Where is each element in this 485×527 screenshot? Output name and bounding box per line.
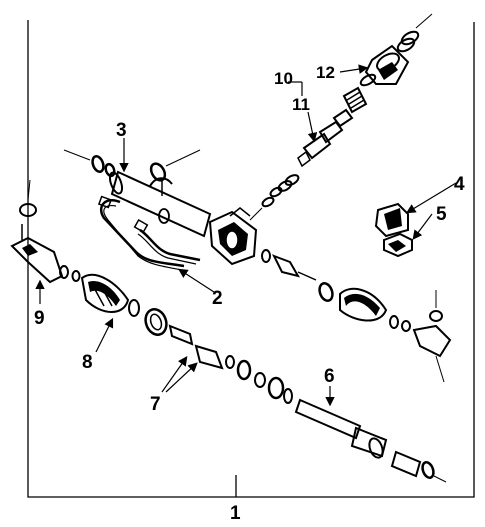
callout-5: 5 <box>436 204 447 225</box>
callout-7: 7 <box>150 394 161 415</box>
callout-8: 8 <box>82 352 93 373</box>
diagram-frame <box>27 20 475 498</box>
callout-9: 9 <box>34 308 45 329</box>
callout-12: 12 <box>316 63 335 82</box>
inner-tie-rods <box>168 324 293 404</box>
pinion-valve-assembly <box>249 13 433 221</box>
callout-10: 10 <box>274 69 293 88</box>
callout-11: 11 <box>292 95 310 114</box>
callout-2: 2 <box>212 288 223 309</box>
right-tie-rod-assembly <box>261 249 452 383</box>
leader-lines <box>35 64 457 407</box>
left-tie-rod-end <box>10 179 81 284</box>
callout-3: 3 <box>116 120 127 141</box>
callout-1: 1 <box>230 503 241 524</box>
callout-4: 4 <box>454 174 465 195</box>
rack-housing <box>63 149 258 266</box>
hydraulic-lines <box>97 195 201 271</box>
steering-rack <box>294 398 447 483</box>
mounting-brackets <box>374 202 413 258</box>
left-boot <box>80 273 168 336</box>
callout-labels: 1 2 3 4 5 6 7 8 9 10 11 12 <box>34 63 465 524</box>
callout-6: 6 <box>324 366 335 387</box>
